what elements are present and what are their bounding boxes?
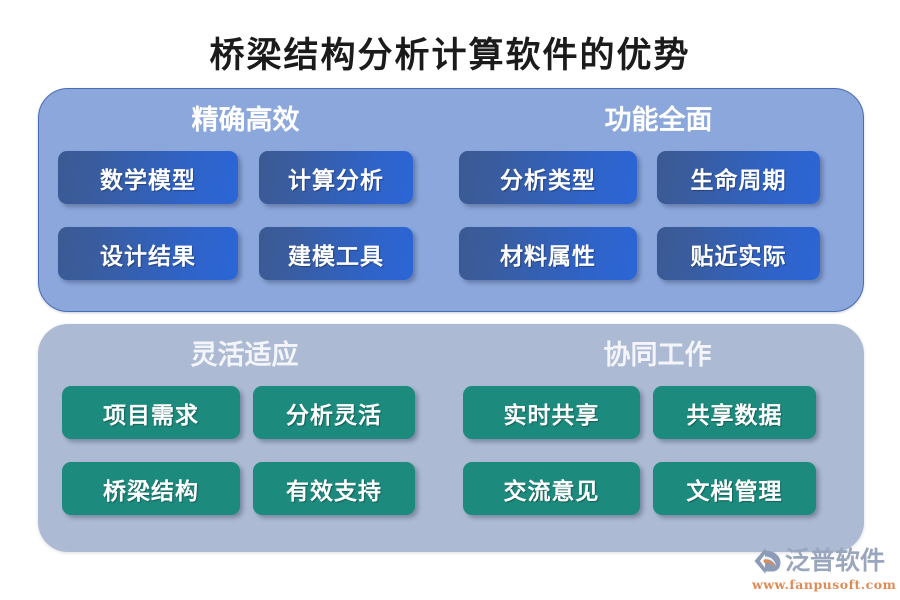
- group-comprehensive-features: 功能全面 分析类型 生命周期 材料属性 贴近实际: [452, 89, 865, 311]
- logo-row: 泛普软件: [752, 546, 892, 576]
- panel-advantages-gray: 灵活适应 项目需求 分析灵活 桥梁结构 有效支持 协同工作 实时共享 共享数据 …: [38, 324, 864, 552]
- logo-url: www.fanpusoft.com: [752, 577, 897, 592]
- item-grid: 项目需求 分析灵活 桥梁结构 有效支持: [38, 386, 451, 536]
- item-box[interactable]: 分析类型: [459, 151, 637, 204]
- item-box[interactable]: 分析灵活: [253, 386, 415, 439]
- item-box[interactable]: 文档管理: [653, 462, 816, 515]
- item-box[interactable]: 共享数据: [653, 386, 816, 439]
- item-grid: 数学模型 计算分析 设计结果 建模工具: [39, 151, 452, 301]
- group-collaborative-work: 协同工作 实时共享 共享数据 交流意见 文档管理: [451, 324, 864, 552]
- group-heading-flexible-adaptation: 灵活适应: [190, 340, 299, 371]
- item-box[interactable]: 贴近实际: [657, 227, 820, 280]
- fanpu-arrow-swoosh-icon: [752, 547, 782, 575]
- group-heading-comprehensive-features: 功能全面: [604, 105, 713, 136]
- item-grid: 实时共享 共享数据 交流意见 文档管理: [451, 386, 864, 536]
- item-grid: 分析类型 生命周期 材料属性 贴近实际: [452, 151, 865, 301]
- logo-wordmark: 泛普软件: [785, 546, 886, 575]
- item-box[interactable]: 有效支持: [253, 462, 415, 515]
- group-accurate-efficient: 精确高效 数学模型 计算分析 设计结果 建模工具: [39, 89, 452, 311]
- page-title: 桥梁结构分析计算软件的优势: [209, 35, 691, 76]
- group-flexible-adaptation: 灵活适应 项目需求 分析灵活 桥梁结构 有效支持: [38, 324, 451, 552]
- item-box[interactable]: 项目需求: [62, 386, 240, 439]
- group-heading-collaborative-work: 协同工作: [603, 340, 712, 371]
- item-box[interactable]: 桥梁结构: [62, 462, 240, 515]
- item-box[interactable]: 计算分析: [259, 151, 413, 204]
- panel-advantages-blue: 精确高效 数学模型 计算分析 设计结果 建模工具 功能全面 分析类型 生命周期 …: [38, 88, 864, 312]
- item-box[interactable]: 生命周期: [657, 151, 820, 204]
- item-box[interactable]: 实时共享: [463, 386, 640, 439]
- item-box[interactable]: 数学模型: [58, 151, 238, 204]
- item-box[interactable]: 建模工具: [259, 227, 413, 280]
- item-box[interactable]: 交流意见: [463, 462, 640, 515]
- brand-logo: 泛普软件 www.fanpusoft.com: [752, 546, 897, 593]
- item-box[interactable]: 材料属性: [459, 227, 637, 280]
- item-box[interactable]: 设计结果: [58, 227, 238, 280]
- group-heading-accurate-efficient: 精确高效: [191, 105, 300, 136]
